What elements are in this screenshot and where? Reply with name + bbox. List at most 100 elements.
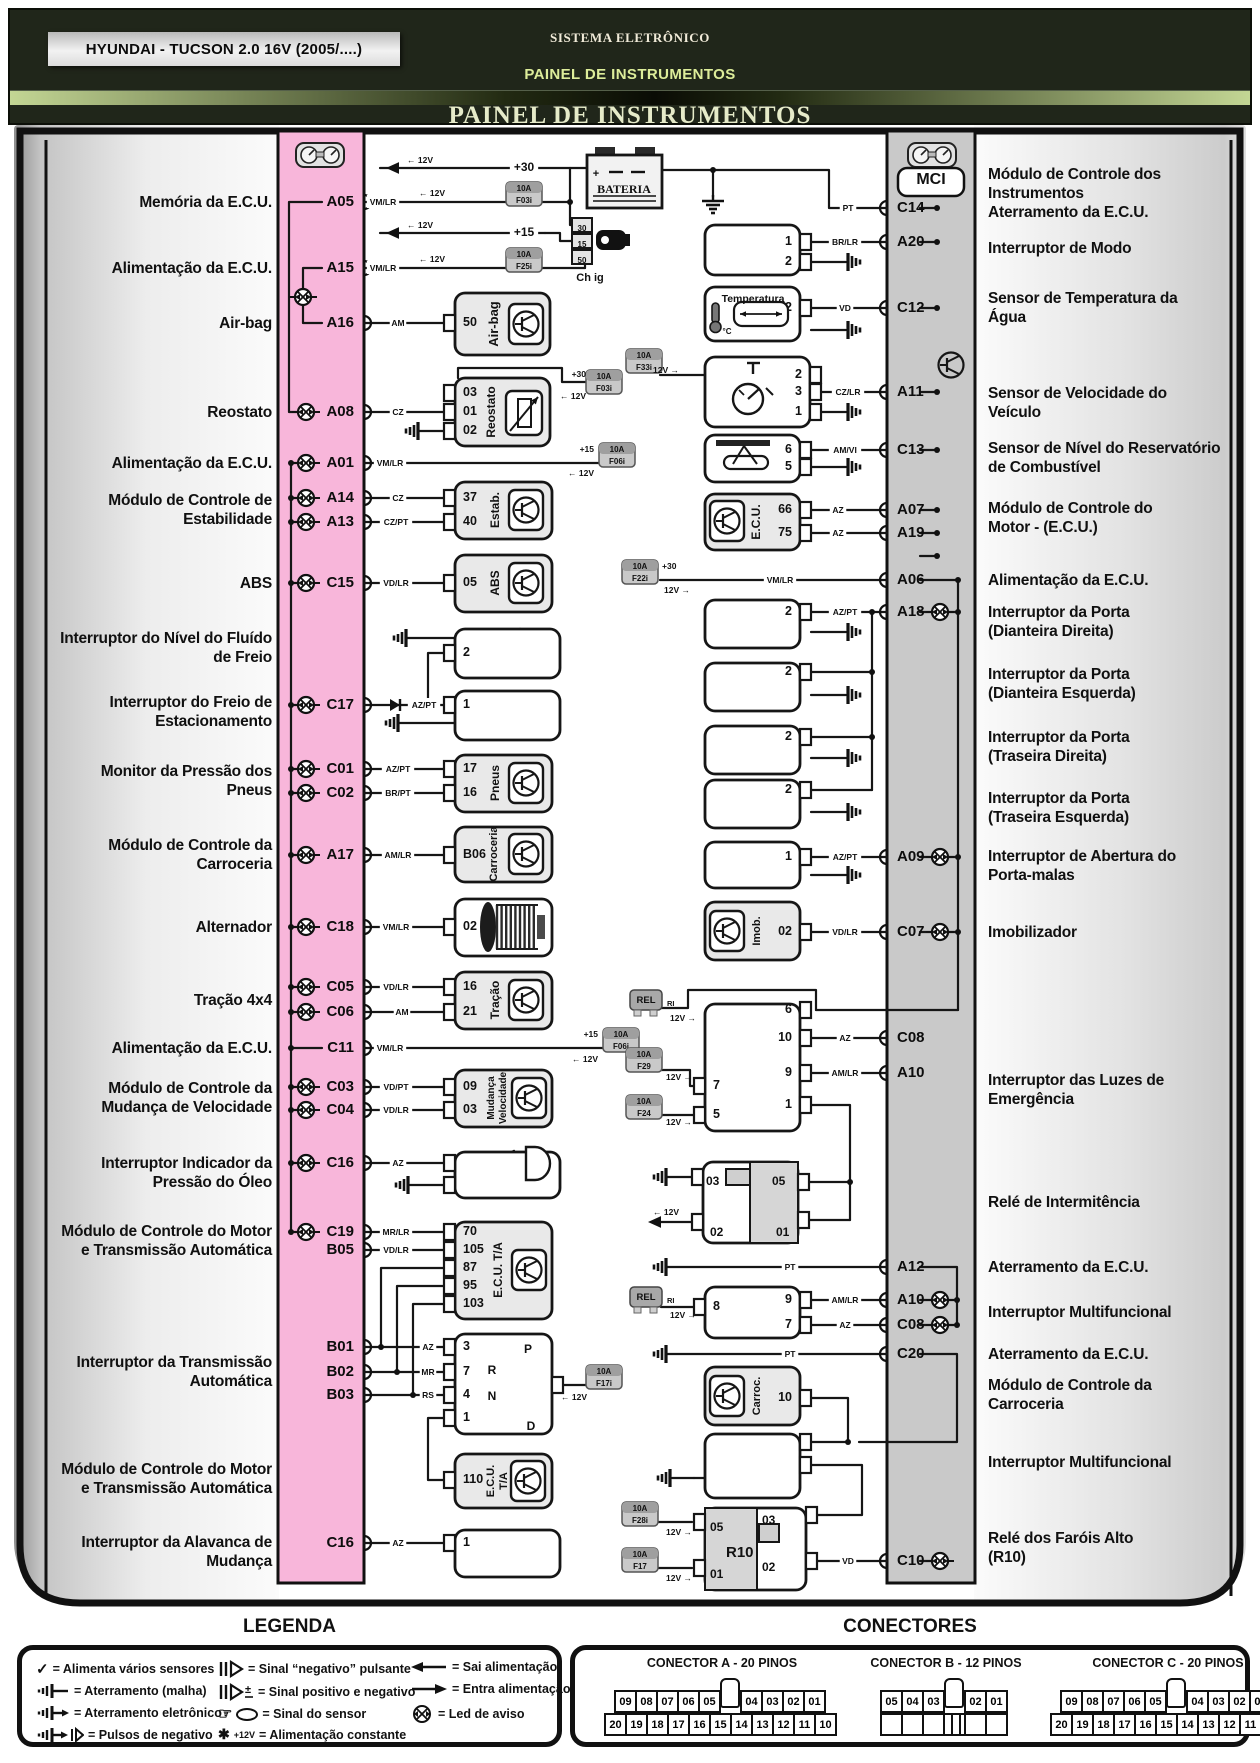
pin-notch [878, 848, 888, 866]
legend-item-star12: ✱+12V= Alimentação constante [218, 1726, 407, 1742]
junction-dot [934, 205, 940, 211]
pin-cell-13: 13 [1197, 1713, 1220, 1736]
component-box [442, 1220, 554, 1321]
relay-coil [725, 1168, 751, 1186]
connector-pin-a01: A01 [326, 454, 354, 471]
junction-dot [288, 1160, 294, 1166]
junction-dot [288, 1045, 294, 1051]
ground-icon [404, 422, 420, 440]
connector-pin-a06: A06 [897, 571, 925, 588]
label-line: Veículo [988, 404, 1041, 421]
connector-pin-a12: A12 [897, 1258, 925, 1275]
component-vertical-label: Reostato [484, 386, 498, 437]
diagram-text: AZ [839, 1033, 850, 1043]
pin-number: 8 [713, 1299, 720, 1313]
connector-pin-a17: A17 [326, 846, 354, 863]
pin-number: 7 [785, 1317, 792, 1331]
label-line: Estacionamento [155, 713, 272, 730]
label-line: Alimentação da E.C.U. [988, 571, 1149, 589]
label-bg [381, 786, 415, 799]
pin-cell-20: 20 [1050, 1713, 1073, 1736]
label-line: Relé dos Faróis Alto [988, 1530, 1134, 1547]
page-header: HYUNDAI - TUCSON 2.0 16V (2005/....) SIS… [8, 8, 1252, 128]
junction-dot [934, 239, 940, 245]
component-box [703, 355, 823, 429]
label-line: (Dianteira Esquerda) [988, 685, 1136, 702]
label-bg [781, 1347, 799, 1360]
fuse-icon [621, 1547, 659, 1573]
warning-led-icon [292, 512, 320, 532]
transistor-icon [937, 351, 965, 379]
pin-cell-12: 12 [772, 1713, 795, 1736]
label-line: Pneus [226, 782, 272, 799]
diagram-text: 12V → [666, 1527, 692, 1537]
pin-cell-10: 10 [814, 1713, 837, 1736]
component-box [703, 223, 813, 277]
ground-icon [846, 749, 862, 767]
legend-text: = Sai alimentação [452, 1660, 558, 1674]
diagram-text: +15 [514, 225, 535, 239]
label-bg [379, 515, 413, 528]
pin-cell-11: 11 [793, 1713, 816, 1736]
label-bg [389, 1536, 407, 1549]
label-bg [828, 1066, 862, 1079]
label-line: (Dianteira Direita) [988, 623, 1114, 640]
fuse-amp: 10A [637, 1097, 652, 1106]
pin-cell-01: 01 [1249, 1690, 1260, 1713]
connector-pin-c08: C08 [897, 1029, 925, 1046]
label-line: Carroceria [988, 1396, 1064, 1413]
diagram-text: R10 [726, 1544, 754, 1561]
label-line: Alternador [195, 918, 273, 936]
warning-led-icon [289, 287, 317, 307]
legend-item-pulse: = Sinal “negativo” pulsante [218, 1660, 411, 1678]
label-line: Módulo de Controle do [988, 500, 1153, 517]
connectors-title: CONECTORES [843, 1616, 977, 1637]
diagram-text: VM/LR [377, 1043, 403, 1053]
label-bg [389, 316, 407, 329]
temperature-sensor-icon [709, 300, 790, 334]
label-line: Módulo de Controle do Motor [61, 1223, 272, 1240]
pin-cell-07: 07 [1102, 1690, 1125, 1713]
pin-number: 7 [463, 1364, 470, 1378]
label-line: Sensor de Nível do Reservatório [988, 440, 1221, 457]
ground-icon [392, 629, 408, 647]
pin-cell [985, 1713, 1008, 1736]
right-label: Relé dos Faróis Alto(R10) [988, 1529, 1238, 1567]
label-bg [829, 526, 847, 539]
label-line: Interruptor do Freio de [109, 694, 273, 711]
legend-text: = Alimentação constante [259, 1727, 407, 1742]
fuse-amp: 10A [633, 1550, 648, 1559]
label-bg [836, 1318, 854, 1331]
left-label: Alimentação da E.C.U. [30, 1039, 273, 1058]
junction-dot [954, 1297, 960, 1303]
connector-pin-a10: A10 [897, 1291, 925, 1308]
diagram-text: AM/LR [832, 1068, 859, 1078]
component-box [442, 897, 554, 958]
diagram-text: 05 [710, 1520, 724, 1534]
label-bg [781, 1260, 799, 1273]
pin-number: 2 [785, 729, 792, 743]
junction-dot [955, 577, 961, 583]
gradient-band [10, 90, 1250, 105]
right-label: Interruptor Multifuncional [988, 1453, 1238, 1472]
pin-cell-05: 05 [880, 1690, 903, 1713]
label-line: Pressão do Óleo [152, 1174, 273, 1191]
fuse-id: F06i [613, 1042, 629, 1051]
component-box [692, 1000, 813, 1133]
diagram-text: 12V → [666, 1573, 692, 1583]
pin-cell-16: 16 [1134, 1713, 1157, 1736]
component-box [442, 1528, 562, 1579]
fuse-icon [505, 247, 543, 273]
label-line: Relé de Intermitência [988, 1193, 1140, 1211]
fuse-icon [621, 559, 659, 585]
fuse-amp: 10A [633, 562, 648, 571]
wire [809, 1463, 864, 1517]
diagram-text: CZ/PT [384, 517, 409, 527]
label-bg [379, 1225, 413, 1238]
component-box [703, 598, 813, 650]
pin-cell-19: 19 [625, 1713, 648, 1736]
warning-led-icon [292, 1002, 320, 1022]
pin-cell [901, 1713, 924, 1736]
panel-clip [14, 125, 1246, 1606]
label-line: Água [988, 309, 1026, 326]
